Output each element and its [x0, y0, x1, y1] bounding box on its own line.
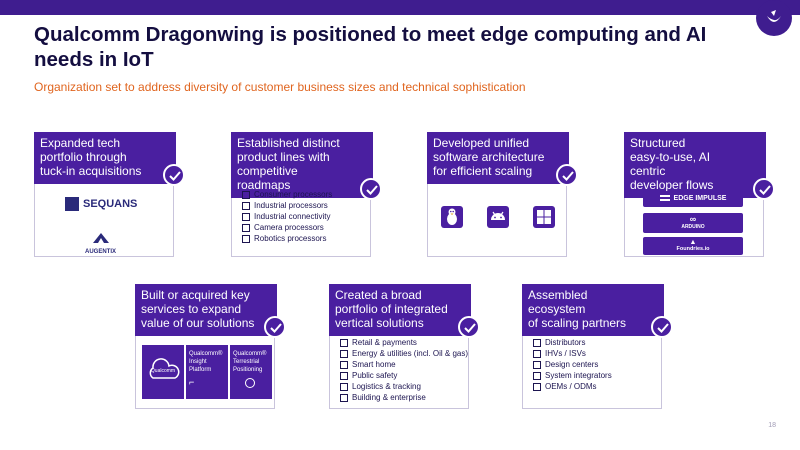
linux-icon	[440, 205, 464, 229]
list-item: Logistics & tracking	[338, 381, 468, 392]
location-pin-icon	[245, 378, 255, 388]
edge-impulse-logo: EDGE IMPULSE	[643, 191, 743, 207]
list-item: Design centers	[531, 359, 612, 370]
foundries-icon: ▲	[689, 239, 697, 246]
windows-icon	[532, 205, 556, 229]
card-header: Structured easy-to-use, AI centric devel…	[624, 132, 775, 200]
sequans-mark-icon	[65, 197, 79, 211]
checkmark-icon	[360, 178, 382, 200]
list-item: Industrial connectivity	[240, 211, 332, 222]
page-number: 18	[768, 422, 776, 429]
card-header: Created a broad portfolio of integrated …	[329, 284, 480, 338]
list-item: Consumer processors	[240, 189, 332, 200]
list-item: Energy & utilities (incl. Oil & gas)	[338, 348, 468, 359]
qualcomm-logo-icon	[756, 0, 792, 36]
bullet-list: Retail & payments Energy & utilities (in…	[338, 337, 468, 403]
list-item: System integrators	[531, 370, 612, 381]
card-software-architecture: Developed unified software architecture …	[427, 132, 578, 257]
top-bar	[0, 0, 800, 15]
list-item: Robotics processors	[240, 233, 332, 244]
checkmark-icon	[458, 316, 480, 338]
card-header: Developed unified software architecture …	[427, 132, 578, 186]
bullet-list: Distributors IHVs / ISVs Design centers …	[531, 337, 612, 392]
insight-platform-tile: Qualcomm® Insight Platform ⌐	[186, 345, 228, 399]
list-item: Public safety	[338, 370, 468, 381]
sequans-logo: SEQUANS	[65, 197, 137, 211]
slide-title: Qualcomm Dragonwing is positioned to mee…	[34, 23, 707, 71]
card-header: Assembled ecosystem of scaling partners	[522, 284, 673, 338]
card-developer-flows: Structured easy-to-use, AI centric devel…	[624, 132, 775, 257]
list-item: Retail & payments	[338, 337, 468, 348]
qualcomm-cloud-tile: Qualcomm	[142, 345, 184, 399]
checkmark-icon	[651, 316, 673, 338]
card-services: Built or acquired key services to expand…	[135, 284, 286, 409]
terrestrial-positioning-tile: Qualcomm® Terrestrial Positioning	[230, 345, 272, 399]
checkmark-icon	[264, 316, 286, 338]
camera-icon: ⌐	[189, 377, 195, 387]
list-item: Smart home	[338, 359, 468, 370]
edge-impulse-icon	[659, 195, 670, 202]
foundries-logo: ▲ Foundries.io	[643, 237, 743, 255]
checkmark-icon	[753, 178, 775, 200]
cloud-icon	[149, 358, 180, 379]
list-item: Distributors	[531, 337, 612, 348]
list-item: Industrial processors	[240, 200, 332, 211]
card-product-lines: Established distinct product lines with …	[231, 132, 382, 257]
card-header: Expanded tech portfolio through tuck-in …	[34, 132, 185, 186]
augentix-mark-icon	[92, 233, 109, 243]
list-item: OEMs / ODMs	[531, 381, 612, 392]
augentix-logo: AUGENTIX	[85, 231, 116, 255]
list-item: Camera processors	[240, 222, 332, 233]
list-item: Building & enterprise	[338, 392, 468, 403]
slide-subtitle: Organization set to address diversity of…	[34, 80, 526, 94]
bullet-list: Consumer processors Industrial processor…	[240, 189, 332, 244]
card-acquisitions: Expanded tech portfolio through tuck-in …	[34, 132, 185, 257]
card-header: Established distinct product lines with …	[231, 132, 382, 200]
list-item: IHVs / ISVs	[531, 348, 612, 359]
card-vertical-solutions: Created a broad portfolio of integrated …	[329, 284, 480, 409]
checkmark-icon	[163, 164, 185, 186]
arduino-infinity-icon: ∞	[689, 214, 697, 224]
card-ecosystem: Assembled ecosystem of scaling partners …	[522, 284, 673, 409]
checkmark-icon	[556, 164, 578, 186]
card-header: Built or acquired key services to expand…	[135, 284, 286, 338]
android-icon	[486, 205, 510, 229]
arduino-logo: ∞ ARDUINO	[643, 213, 743, 233]
